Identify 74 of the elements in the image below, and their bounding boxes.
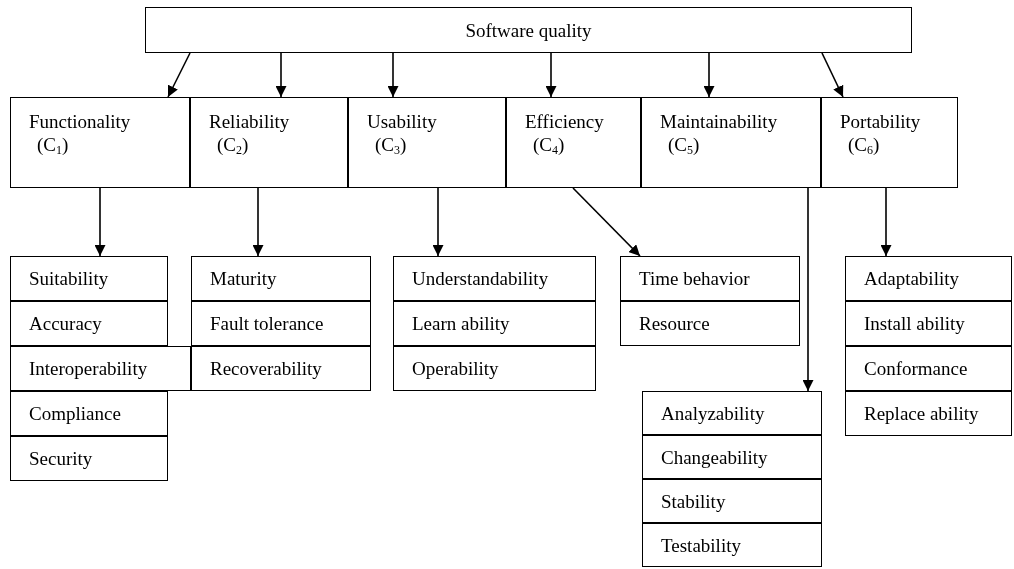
node-label: Interoperability xyxy=(29,357,148,380)
node-label: Stability xyxy=(661,489,726,513)
subcharacteristic-cell xyxy=(642,435,822,479)
characteristic-box xyxy=(10,97,190,188)
arrow xyxy=(880,187,892,257)
node-label: Changeability xyxy=(661,445,768,469)
subcharacteristic-cell xyxy=(845,391,1012,436)
node-label: Learn ability xyxy=(412,312,510,335)
node-code: (C$_{4}$) xyxy=(532,133,566,156)
node-label: Analyzability xyxy=(661,401,765,425)
node-code: (C$_{2}$) xyxy=(216,133,250,156)
subcharacteristic-cell xyxy=(642,391,822,435)
subcharacteristic-cell xyxy=(845,301,1012,346)
node-label: Testability xyxy=(661,533,741,557)
characteristic-box xyxy=(821,97,958,188)
subcharacteristic-cell xyxy=(642,523,822,567)
subcharacteristic-cell xyxy=(10,256,168,301)
node-label: Time behavior xyxy=(639,267,750,290)
arrow xyxy=(432,187,444,257)
node-label: Conformance xyxy=(864,357,968,380)
characteristic-box xyxy=(348,97,506,188)
subcharacteristic-cell xyxy=(620,301,800,346)
subcharacteristic-cell xyxy=(642,479,822,523)
characteristic-box xyxy=(190,97,348,188)
arrow xyxy=(167,52,191,98)
node-label: Install ability xyxy=(864,312,965,335)
arrow xyxy=(821,52,844,98)
subcharacteristic-cell xyxy=(10,436,168,481)
node-label: Usability xyxy=(367,110,438,133)
subcharacteristic-cell xyxy=(10,346,191,391)
arrow xyxy=(572,187,641,257)
node-label: Replace ability xyxy=(864,402,979,425)
node-label: Recoverability xyxy=(210,357,322,380)
node-label: Compliance xyxy=(29,402,121,425)
node-label: Accuracy xyxy=(29,312,102,335)
node-label: Software quality xyxy=(465,18,592,42)
node-label: Functionality xyxy=(29,110,132,133)
subcharacteristic-cell xyxy=(393,301,596,346)
node-label: Fault tolerance xyxy=(210,312,324,335)
node-label: Suitability xyxy=(29,267,109,290)
subcharacteristic-cell xyxy=(393,256,596,301)
subcharacteristic-cell xyxy=(845,256,1012,301)
root-box xyxy=(145,7,912,53)
subcharacteristic-cell xyxy=(845,346,1012,391)
node-code: (C$_{3}$) xyxy=(374,133,408,156)
subcharacteristic-cell xyxy=(191,256,371,301)
node-label: Understandability xyxy=(412,267,549,290)
node-label: Reliability xyxy=(209,110,291,133)
subcharacteristic-cell xyxy=(10,301,168,346)
arrow xyxy=(275,52,287,98)
arrow xyxy=(387,52,399,98)
characteristic-box xyxy=(641,97,821,188)
node-label: Portability xyxy=(840,110,922,133)
arrow xyxy=(703,52,715,98)
arrow xyxy=(545,52,557,98)
node-label: Security xyxy=(29,447,93,470)
arrow xyxy=(252,187,264,257)
subcharacteristic-cell xyxy=(393,346,596,391)
subcharacteristic-cell xyxy=(10,391,168,436)
subcharacteristic-cell xyxy=(620,256,800,301)
node-code: (C$_{6}$) xyxy=(847,133,881,156)
node-label: Efficiency xyxy=(525,110,605,133)
subcharacteristic-cell xyxy=(191,301,371,346)
node-label: Maturity xyxy=(210,267,277,290)
arrow xyxy=(802,187,814,392)
node-code: (C$_{5}$) xyxy=(667,133,701,156)
node-label: Adaptability xyxy=(864,267,959,290)
node-label: Operability xyxy=(412,357,499,380)
subcharacteristic-cell xyxy=(191,346,371,391)
node-label: Maintainability xyxy=(660,110,779,133)
node-code: (C$_{1}$) xyxy=(36,133,70,156)
node-label: Resource xyxy=(639,312,710,335)
characteristic-box xyxy=(506,97,641,188)
arrow xyxy=(94,187,106,257)
